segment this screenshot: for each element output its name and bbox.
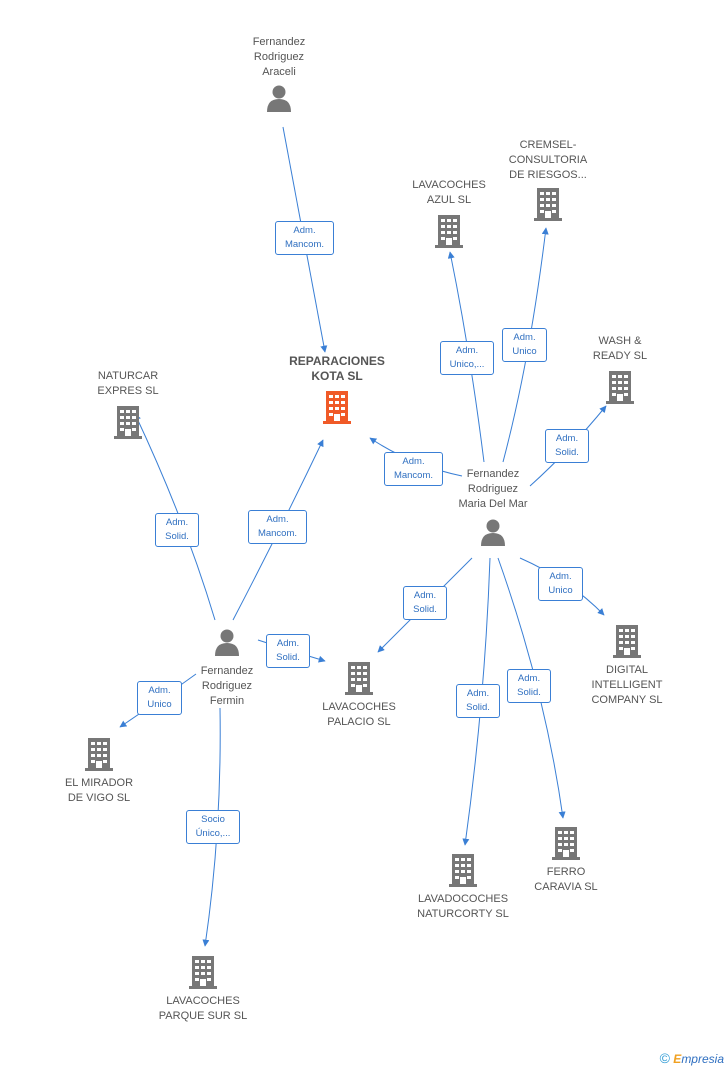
copyright-icon: © — [659, 1050, 670, 1066]
building-icon — [345, 662, 373, 695]
building-icon — [613, 625, 641, 658]
building-icon — [449, 854, 477, 887]
edge-label[interactable]: Adm. Unico — [137, 681, 182, 715]
building-icon — [435, 215, 463, 248]
building-icon — [606, 371, 634, 404]
person-icon — [215, 629, 239, 656]
node-label: DIGITAL INTELLIGENT COMPANY SL — [591, 664, 663, 706]
edge-label[interactable]: Adm. Mancom. — [275, 221, 334, 255]
edge-label[interactable]: Adm. Unico,... — [440, 341, 494, 375]
node-label: LAVACOCHES PALACIO SL — [322, 701, 396, 728]
node-label: Fernandez Rodriguez Araceli — [252, 36, 306, 78]
node-label: LAVADOCOCHES NATURCORTY SL — [417, 893, 509, 920]
edge-label[interactable]: Socio Único,... — [186, 810, 240, 844]
edge-label[interactable]: Adm. Solid. — [507, 669, 551, 703]
edge-label[interactable]: Adm. Solid. — [456, 684, 500, 718]
node-label: LAVACOCHES PARQUE SUR SL — [158, 995, 248, 1022]
company-node-ferro[interactable]: FERRO CARAVIA SL — [501, 826, 631, 895]
node-label: LAVACOCHES AZUL SL — [412, 179, 486, 206]
company-node-naturcar[interactable]: NATURCAR EXPRES SL — [63, 369, 193, 440]
person-node-fermin[interactable]: Fernandez Rodriguez Fermin — [162, 628, 292, 709]
company-node-parque-sur[interactable]: LAVACOCHES PARQUE SUR SL — [138, 955, 268, 1024]
company-node-mirador[interactable]: EL MIRADOR DE VIGO SL — [34, 737, 164, 806]
person-icon — [481, 519, 505, 546]
edge-label[interactable]: Adm. Unico — [502, 328, 547, 362]
node-label: WASH & READY SL — [592, 335, 648, 362]
building-icon — [114, 406, 142, 439]
node-label: NATURCAR EXPRES SL — [97, 370, 159, 397]
node-label: CREMSEL- CONSULTORIA DE RIESGOS... — [508, 139, 588, 181]
company-node-cremsel[interactable]: CREMSEL- CONSULTORIA DE RIESGOS... — [483, 138, 613, 222]
edge-label[interactable]: Adm. Unico — [538, 567, 583, 601]
company-node-naturcorty[interactable]: LAVADOCOCHES NATURCORTY SL — [398, 853, 528, 922]
edge-label[interactable]: Adm. Mancom. — [248, 510, 307, 544]
edge-label[interactable]: Adm. Solid. — [403, 586, 447, 620]
person-node-araceli[interactable]: Fernandez Rodriguez Araceli — [214, 35, 344, 114]
company-node-palacio[interactable]: LAVACOCHES PALACIO SL — [294, 661, 424, 730]
brand-name: mpresia — [681, 1052, 724, 1066]
edge-label[interactable]: Adm. Mancom. — [384, 452, 443, 486]
node-label: FERRO CARAVIA SL — [534, 866, 598, 893]
company-node-kota[interactable]: REPARACIONES KOTA SL — [272, 354, 402, 425]
building-icon — [85, 738, 113, 771]
person-node-maria-del-mar[interactable]: Fernandez Rodriguez Maria Del Mar — [428, 467, 558, 548]
node-label: Fernandez Rodriguez Maria Del Mar — [458, 468, 528, 510]
company-node-wash[interactable]: WASH & READY SL — [555, 334, 685, 405]
edge-label[interactable]: Adm. Solid. — [155, 513, 199, 547]
company-node-azul[interactable]: LAVACOCHES AZUL SL — [384, 178, 514, 249]
building-icon — [552, 827, 580, 860]
building-icon — [534, 188, 562, 221]
brand-e: E — [673, 1052, 682, 1066]
node-label: EL MIRADOR DE VIGO SL — [64, 777, 134, 804]
company-node-digital[interactable]: DIGITAL INTELLIGENT COMPANY SL — [562, 624, 692, 708]
node-label: Fernandez Rodriguez Fermin — [200, 665, 254, 707]
edge-label[interactable]: Adm. Solid. — [266, 634, 310, 668]
building-icon — [323, 391, 351, 424]
person-icon — [267, 85, 291, 112]
node-label: REPARACIONES KOTA SL — [289, 354, 385, 383]
building-icon — [189, 956, 217, 989]
brand-footer[interactable]: © Empresia — [660, 1050, 724, 1066]
edge-label[interactable]: Adm. Solid. — [545, 429, 589, 463]
